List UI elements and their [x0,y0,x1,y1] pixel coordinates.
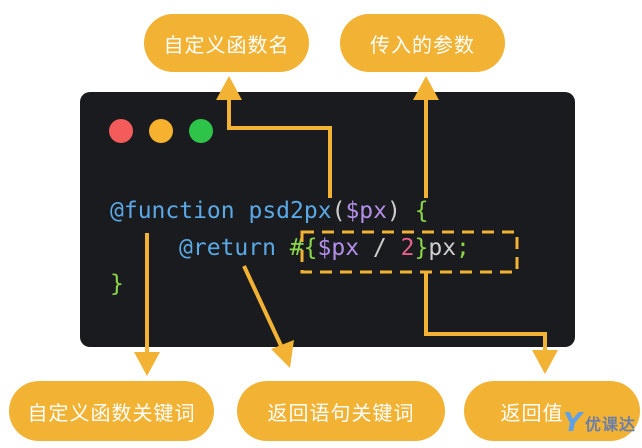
function-keyword: @function [110,198,235,224]
semicolon: ; [456,235,470,261]
arrowhead-return-value [532,350,558,374]
arrowhead-return-keyword [271,340,294,368]
label-return-value: 返回值 [464,381,640,441]
function-param: $px [345,198,387,224]
arrowhead-function-name [216,76,242,100]
close-brace: } [110,271,124,297]
window-minimize-dot [149,119,173,143]
window-close-dot [109,119,133,143]
return-keyword: @return [179,235,276,261]
watermark-logo: Y 优课达 [563,408,636,438]
y-logo-icon: Y [563,408,583,438]
return-expression-highlight [300,230,519,274]
arrowhead-function-keyword [134,352,160,376]
label-function-name: 自定义函数名 [144,14,309,72]
unit-px: px [428,235,457,261]
divisor-number: 2 [400,235,415,261]
return-var: $px [317,235,360,261]
interp-close: } [414,235,429,261]
code-editor-window [80,92,575,347]
window-maximize-dot [189,119,213,143]
function-name: psd2px [248,198,332,224]
arrow-return-keyword [242,265,285,351]
label-function-keyword: 自定义函数关键词 [9,381,214,441]
label-params: 传入的参数 [340,14,505,72]
open-paren: ( [331,198,346,224]
arrow-function-name [227,98,332,198]
close-paren: ) [386,198,401,224]
code-line-close: } [110,273,124,296]
code-line-function: @function psd2px($px) { [110,200,429,223]
divide-operator: / [372,235,387,261]
arrowhead-params [413,76,439,100]
code-line-return: @return #{$px / 2}px; [179,237,470,260]
arrow-return-value [424,273,547,352]
watermark-text: 优课达 [584,415,636,434]
label-return-keyword: 返回语句关键词 [237,381,445,441]
interp-open: #{ [289,235,318,261]
open-brace: { [414,198,429,224]
